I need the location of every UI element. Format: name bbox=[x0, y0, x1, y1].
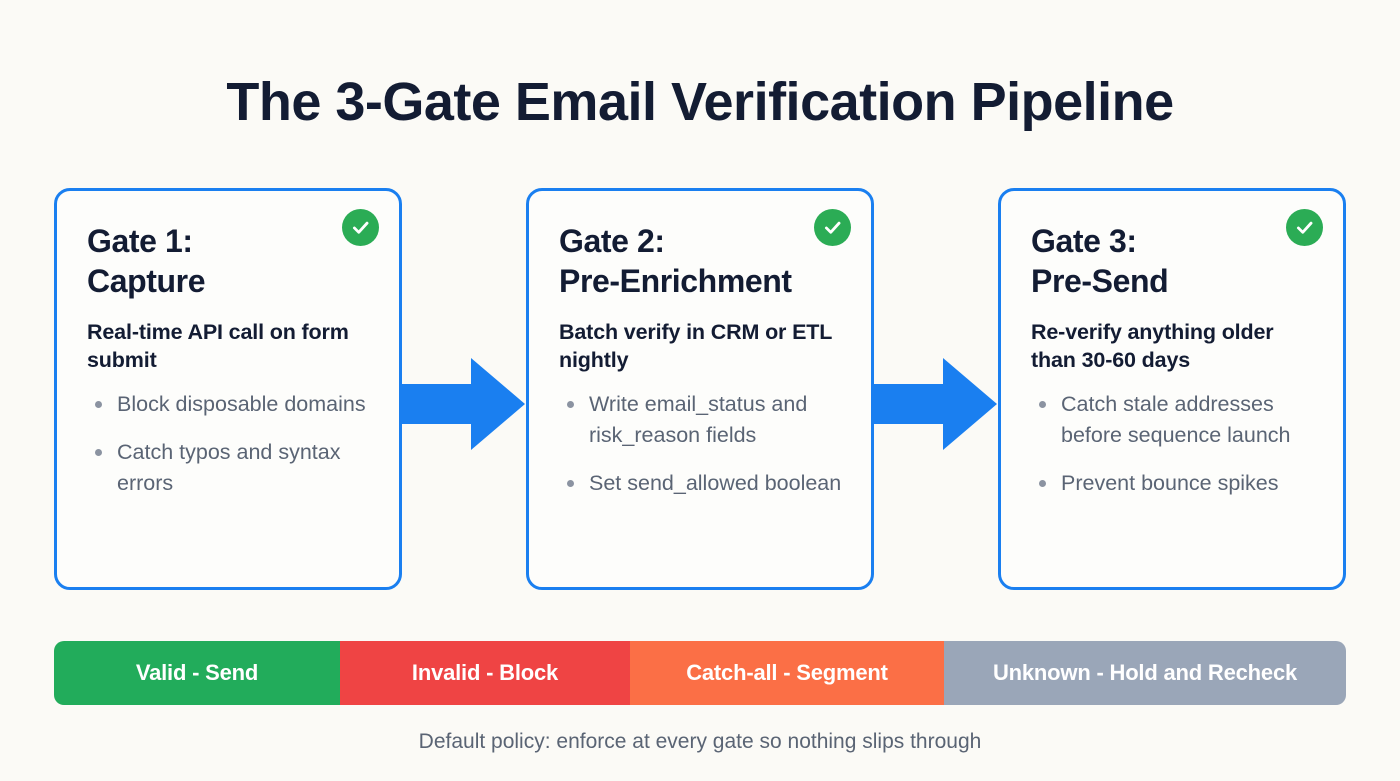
gate-cards-row: Gate 1: Capture Real-time API call on fo… bbox=[54, 188, 1346, 590]
bullet-dot-icon bbox=[1039, 480, 1046, 488]
legend-segment-valid: Valid - Send bbox=[54, 641, 340, 705]
list-item-label: Prevent bounce spikes bbox=[1061, 471, 1279, 496]
check-circle-icon bbox=[342, 209, 379, 246]
bullet-dot-icon bbox=[1039, 400, 1046, 408]
list-item-label: Catch stale addresses before sequence la… bbox=[1061, 391, 1291, 447]
list-item: Catch stale addresses before sequence la… bbox=[1031, 389, 1315, 451]
legend-segment-catch-all-label: Catch-all - Segment bbox=[686, 660, 888, 685]
gate-card-2-subtitle: Batch verify in CRM or ETL nightly bbox=[559, 319, 832, 373]
list-item-label: Write email_status and risk_reason field… bbox=[589, 391, 808, 447]
list-item: Block disposable domains bbox=[87, 389, 371, 420]
gate-card-1-title: Gate 1: Capture bbox=[87, 223, 206, 300]
gate-card-1: Gate 1: Capture Real-time API call on fo… bbox=[54, 188, 402, 590]
footer-caption: Default policy: enforce at every gate so… bbox=[418, 730, 982, 753]
gate-card-1-bullets: Block disposable domains Catch typos and… bbox=[87, 389, 371, 500]
arrow-right-icon bbox=[873, 358, 997, 450]
arrow-right-icon bbox=[401, 358, 525, 450]
gate-card-2-title: Gate 2: Pre-Enrichment bbox=[559, 223, 792, 300]
check-circle-icon bbox=[814, 209, 851, 246]
legend-segment-catch-all: Catch-all - Segment bbox=[630, 641, 944, 705]
bullet-dot-icon bbox=[567, 400, 574, 408]
status-legend-bar: Valid - Send Invalid - Block Catch-all -… bbox=[54, 641, 1346, 705]
list-item-label: Catch typos and syntax errors bbox=[117, 439, 341, 496]
gate-card-3-title: Gate 3: Pre-Send bbox=[1031, 223, 1169, 300]
legend-segment-invalid: Invalid - Block bbox=[340, 641, 630, 705]
list-item: Catch typos and syntax errors bbox=[87, 437, 371, 499]
gate-card-2: Gate 2: Pre-Enrichment Batch verify in C… bbox=[526, 188, 874, 590]
list-item: Write email_status and risk_reason field… bbox=[559, 389, 843, 451]
gate-card-3-bullets: Catch stale addresses before sequence la… bbox=[1031, 389, 1315, 500]
list-item-label: Block disposable domains bbox=[117, 391, 366, 416]
list-item: Prevent bounce spikes bbox=[1031, 468, 1315, 499]
page-title: The 3-Gate Email Verification Pipeline bbox=[226, 72, 1174, 132]
list-item: Set send_allowed boolean bbox=[559, 468, 843, 499]
legend-segment-unknown: Unknown - Hold and Recheck bbox=[944, 641, 1346, 705]
legend-segment-valid-label: Valid - Send bbox=[135, 660, 259, 685]
gate-card-3-subtitle: Re-verify anything older than 30-60 days bbox=[1031, 319, 1274, 373]
gate-card-3: Gate 3: Pre-Send Re-verify anything olde… bbox=[998, 188, 1346, 590]
legend-segment-invalid-label: Invalid - Block bbox=[411, 660, 559, 685]
gate-card-2-bullets: Write email_status and risk_reason field… bbox=[559, 389, 843, 500]
legend-segment-unknown-label: Unknown - Hold and Recheck bbox=[992, 660, 1298, 685]
gate-card-1-subtitle: Real-time API call on form submit bbox=[87, 319, 349, 373]
bullet-dot-icon bbox=[95, 400, 102, 408]
bullet-dot-icon bbox=[95, 448, 102, 456]
bullet-dot-icon bbox=[567, 480, 574, 488]
check-circle-icon bbox=[1286, 209, 1323, 246]
list-item-label: Set send_allowed boolean bbox=[589, 471, 842, 496]
